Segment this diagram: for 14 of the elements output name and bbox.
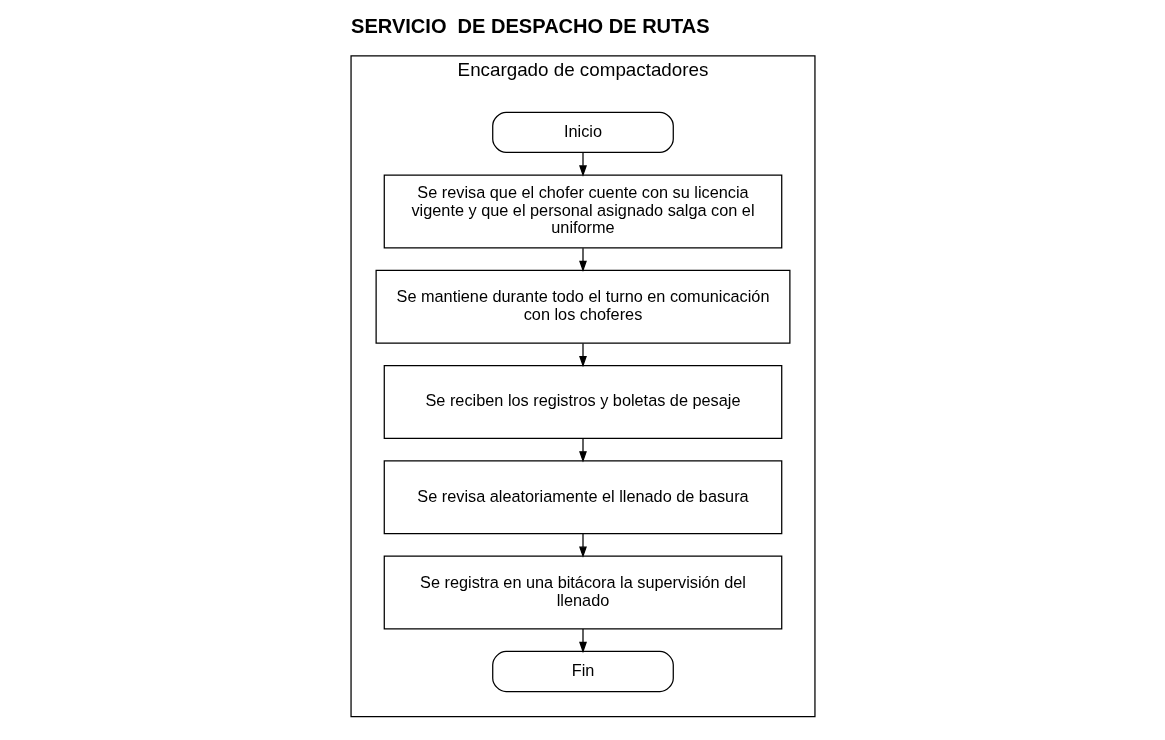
arrow <box>578 533 587 558</box>
node-box: Inicio <box>491 111 674 154</box>
arrow <box>578 151 587 177</box>
node-box: Se registra en una bitácora la supervisión del llenado <box>383 555 782 630</box>
arrow <box>578 628 587 654</box>
node-box: Se revisa que el chofer cuente con su licencia vigente y que el personal asignado salga con el uniforme <box>383 174 782 249</box>
arrow <box>578 438 587 463</box>
diagram-title: SERVICIO DE DESPACHO DE RUTAS <box>350 15 710 38</box>
node-box: Se mantiene durante todo el turno en comunicación con los choferes <box>375 269 790 344</box>
arrow <box>578 247 587 272</box>
node-box: Se revisa aleatoriamente el llenado de basura <box>383 460 782 535</box>
node-box: Fin <box>491 650 674 693</box>
arrow <box>578 342 587 368</box>
node-box: Se reciben los registros y boletas de pesaje <box>383 365 782 439</box>
